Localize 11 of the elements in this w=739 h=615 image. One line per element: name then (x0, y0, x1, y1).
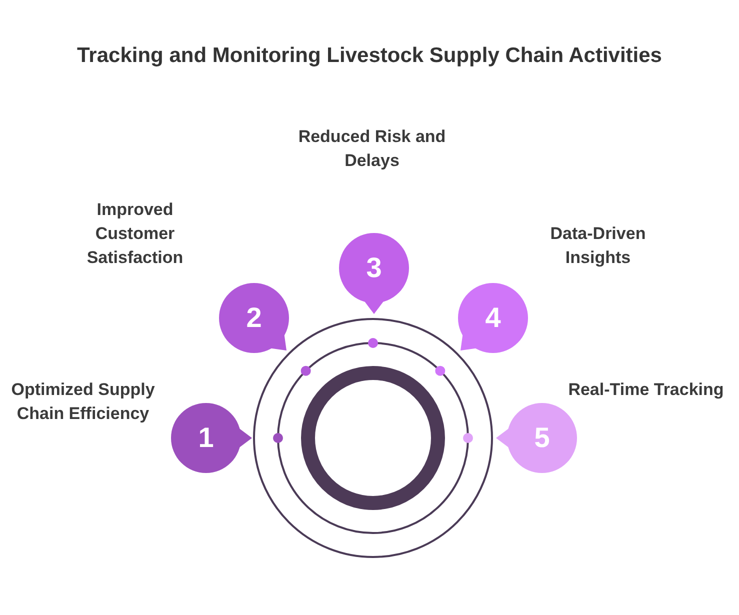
step-label: Optimized Supply Chain Efficiency (10, 379, 156, 425)
step-number: 2 (245, 301, 263, 335)
step-number: 1 (197, 421, 215, 455)
title: Tracking and Monitoring Livestock Supply Chain Activities (76, 44, 663, 68)
step-number: 4 (484, 301, 502, 335)
step-label: Reduced Risk and Delays (297, 126, 447, 172)
step-label: Improved Customer Satisfaction (86, 199, 184, 269)
step-label: Real-Time Tracking (567, 379, 725, 401)
step-label: Data-Driven Insights (549, 223, 647, 269)
step-number: 5 (533, 421, 551, 455)
step-number: 3 (365, 251, 383, 285)
